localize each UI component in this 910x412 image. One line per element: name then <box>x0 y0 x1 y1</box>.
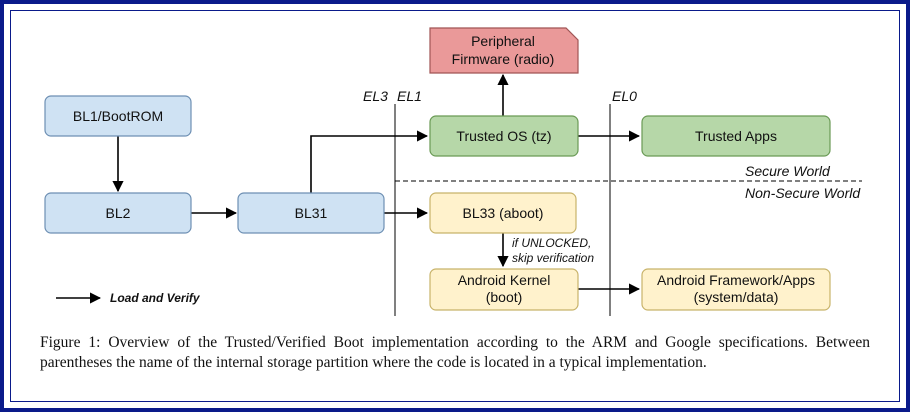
arrow-bl31-trusted-os <box>310 130 429 193</box>
framework-label-line1: Android Framework/Apps <box>657 272 815 288</box>
node-trusted-os-label: Trusted OS (tz) <box>456 128 551 144</box>
node-bl33: BL33 (aboot) <box>429 192 577 234</box>
node-bl33-label: BL33 (aboot) <box>463 205 544 221</box>
node-bl1-label: BL1/BootROM <box>73 108 163 124</box>
node-bl31-label: BL31 <box>295 205 328 221</box>
unlocked-note-line1: if UNLOCKED, <box>512 236 591 250</box>
node-peripheral-firmware: Peripheral Firmware (radio) <box>429 27 579 74</box>
kernel-label-line1: Android Kernel <box>458 272 551 288</box>
figure-caption: Figure 1: Overview of the Trusted/Verifi… <box>40 334 870 371</box>
node-bl31: BL31 <box>237 192 385 234</box>
inner-frame <box>10 10 900 402</box>
legend: Load and Verify <box>56 291 201 305</box>
peripheral-label-line2: Firmware (radio) <box>452 51 555 67</box>
kernel-label-line2: (boot) <box>486 289 523 305</box>
el3-label: EL3 <box>363 88 388 104</box>
node-trusted-apps-label: Trusted Apps <box>695 128 777 144</box>
framework-label-line2: (system/data) <box>694 289 779 305</box>
secure-world-label: Secure World <box>745 163 831 179</box>
el0-label: EL0 <box>612 88 637 104</box>
unlocked-note-line2: skip verification <box>512 251 594 265</box>
node-bl2: BL2 <box>44 192 192 234</box>
non-secure-world-label: Non-Secure World <box>745 185 861 201</box>
node-android-kernel: Android Kernel (boot) <box>429 268 579 311</box>
peripheral-label-line1: Peripheral <box>471 33 535 49</box>
node-bl1: BL1/BootROM <box>44 95 192 137</box>
node-bl2-label: BL2 <box>106 205 131 221</box>
legend-label: Load and Verify <box>110 291 201 305</box>
node-android-framework: Android Framework/Apps (system/data) <box>641 268 831 311</box>
node-trusted-apps: Trusted Apps <box>641 115 831 157</box>
el1-label: EL1 <box>397 88 422 104</box>
node-trusted-os: Trusted OS (tz) <box>429 115 579 157</box>
